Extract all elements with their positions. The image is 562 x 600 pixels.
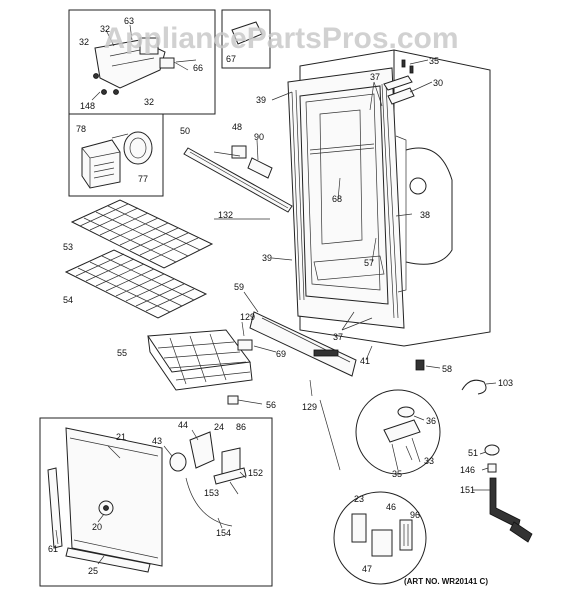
bracket-assembly	[93, 37, 189, 95]
callout-label: 90	[254, 132, 264, 142]
freezer-cabinet	[287, 49, 491, 347]
callout-label: 77	[138, 174, 148, 184]
callout-label: 44	[178, 420, 188, 430]
callout-label: 37	[370, 72, 380, 82]
callout-label: 152	[248, 468, 263, 478]
inset-frame-panel	[39, 417, 273, 587]
callout-label: 96	[410, 510, 420, 520]
hinge-bushing	[487, 463, 497, 473]
callout-label: 32	[144, 97, 154, 107]
callout-label: 61	[48, 544, 58, 554]
callout-label: 54	[63, 295, 73, 305]
callout-label: 33	[424, 456, 434, 466]
callout-label: 67	[226, 54, 236, 64]
callout-labels: 63 32 32 32 66 148 67 78 77 53 54 50 48 …	[48, 16, 513, 576]
roller-part	[237, 339, 253, 351]
callout-label: 151	[460, 485, 475, 495]
callout-label: 148	[80, 101, 95, 111]
callout-label: 21	[116, 432, 126, 442]
leader-lines	[55, 24, 497, 565]
callout-label: 46	[386, 502, 396, 512]
callout-label: 59	[234, 282, 244, 292]
callout-label: 50	[180, 126, 190, 136]
callout-label: 39	[256, 95, 266, 105]
callout-label: 20	[92, 522, 102, 532]
callout-label: 38	[420, 210, 430, 220]
callout-label: 39	[262, 253, 272, 263]
control-panel-assembly	[47, 427, 247, 573]
rail-part	[183, 147, 293, 213]
art-number: (ART NO. WR20141 C)	[404, 577, 488, 586]
callout-label: 35	[429, 56, 439, 66]
callout-label: 41	[360, 356, 370, 366]
callout-label: 30	[433, 78, 443, 88]
callout-label: 86	[236, 422, 246, 432]
callout-label: 43	[152, 436, 162, 446]
hinge-cap	[484, 444, 500, 456]
hinge-pin	[489, 477, 521, 529]
callout-label: 53	[63, 242, 73, 252]
callout-label: 37	[333, 332, 343, 342]
switch-detail-circle	[333, 491, 427, 585]
kickplate-part	[249, 311, 357, 377]
callout-label: 78	[76, 124, 86, 134]
callout-label: 129	[302, 402, 317, 412]
callout-label: 36	[426, 416, 436, 426]
callout-label: 25	[88, 566, 98, 576]
callout-label: 154	[216, 528, 231, 538]
callout-label: 69	[276, 349, 286, 359]
callout-label: 103	[498, 378, 513, 388]
callout-label: 68	[332, 194, 342, 204]
callout-label: 63	[124, 16, 134, 26]
wire-shelf-upper	[70, 199, 214, 269]
callout-label: 51	[468, 448, 478, 458]
callout-label: 56	[266, 400, 276, 410]
callout-label: 153	[204, 488, 219, 498]
callout-label: 132	[218, 210, 233, 220]
basket-part	[147, 329, 253, 391]
callout-label: 32	[79, 37, 89, 47]
callout-label: 23	[354, 494, 364, 504]
callout-label: 55	[117, 348, 127, 358]
stop-part	[227, 395, 239, 405]
wire-part-103	[461, 379, 487, 395]
callout-label: 66	[193, 63, 203, 73]
thermostat-part	[231, 145, 273, 179]
callout-label: 24	[214, 422, 224, 432]
callout-label: 48	[232, 122, 242, 132]
callout-label: 35	[392, 469, 402, 479]
callout-label: 146	[460, 465, 475, 475]
watermark-text: AppliancePartsPros.com	[103, 22, 458, 55]
callout-label: 129	[240, 312, 255, 322]
leveling-leg	[415, 359, 425, 371]
callout-label: 57	[364, 258, 374, 268]
clip-part	[231, 21, 263, 45]
hinge-pin-end	[509, 521, 533, 543]
callout-label: 47	[362, 564, 372, 574]
callout-label: 58	[442, 364, 452, 374]
wire-shelf-lower	[64, 249, 208, 319]
hinge-detail-circle	[355, 389, 441, 475]
inset-frame-timer	[68, 113, 164, 197]
callout-label: 32	[100, 24, 110, 34]
inset-frame-small	[221, 9, 271, 69]
timer-assembly	[81, 131, 153, 189]
